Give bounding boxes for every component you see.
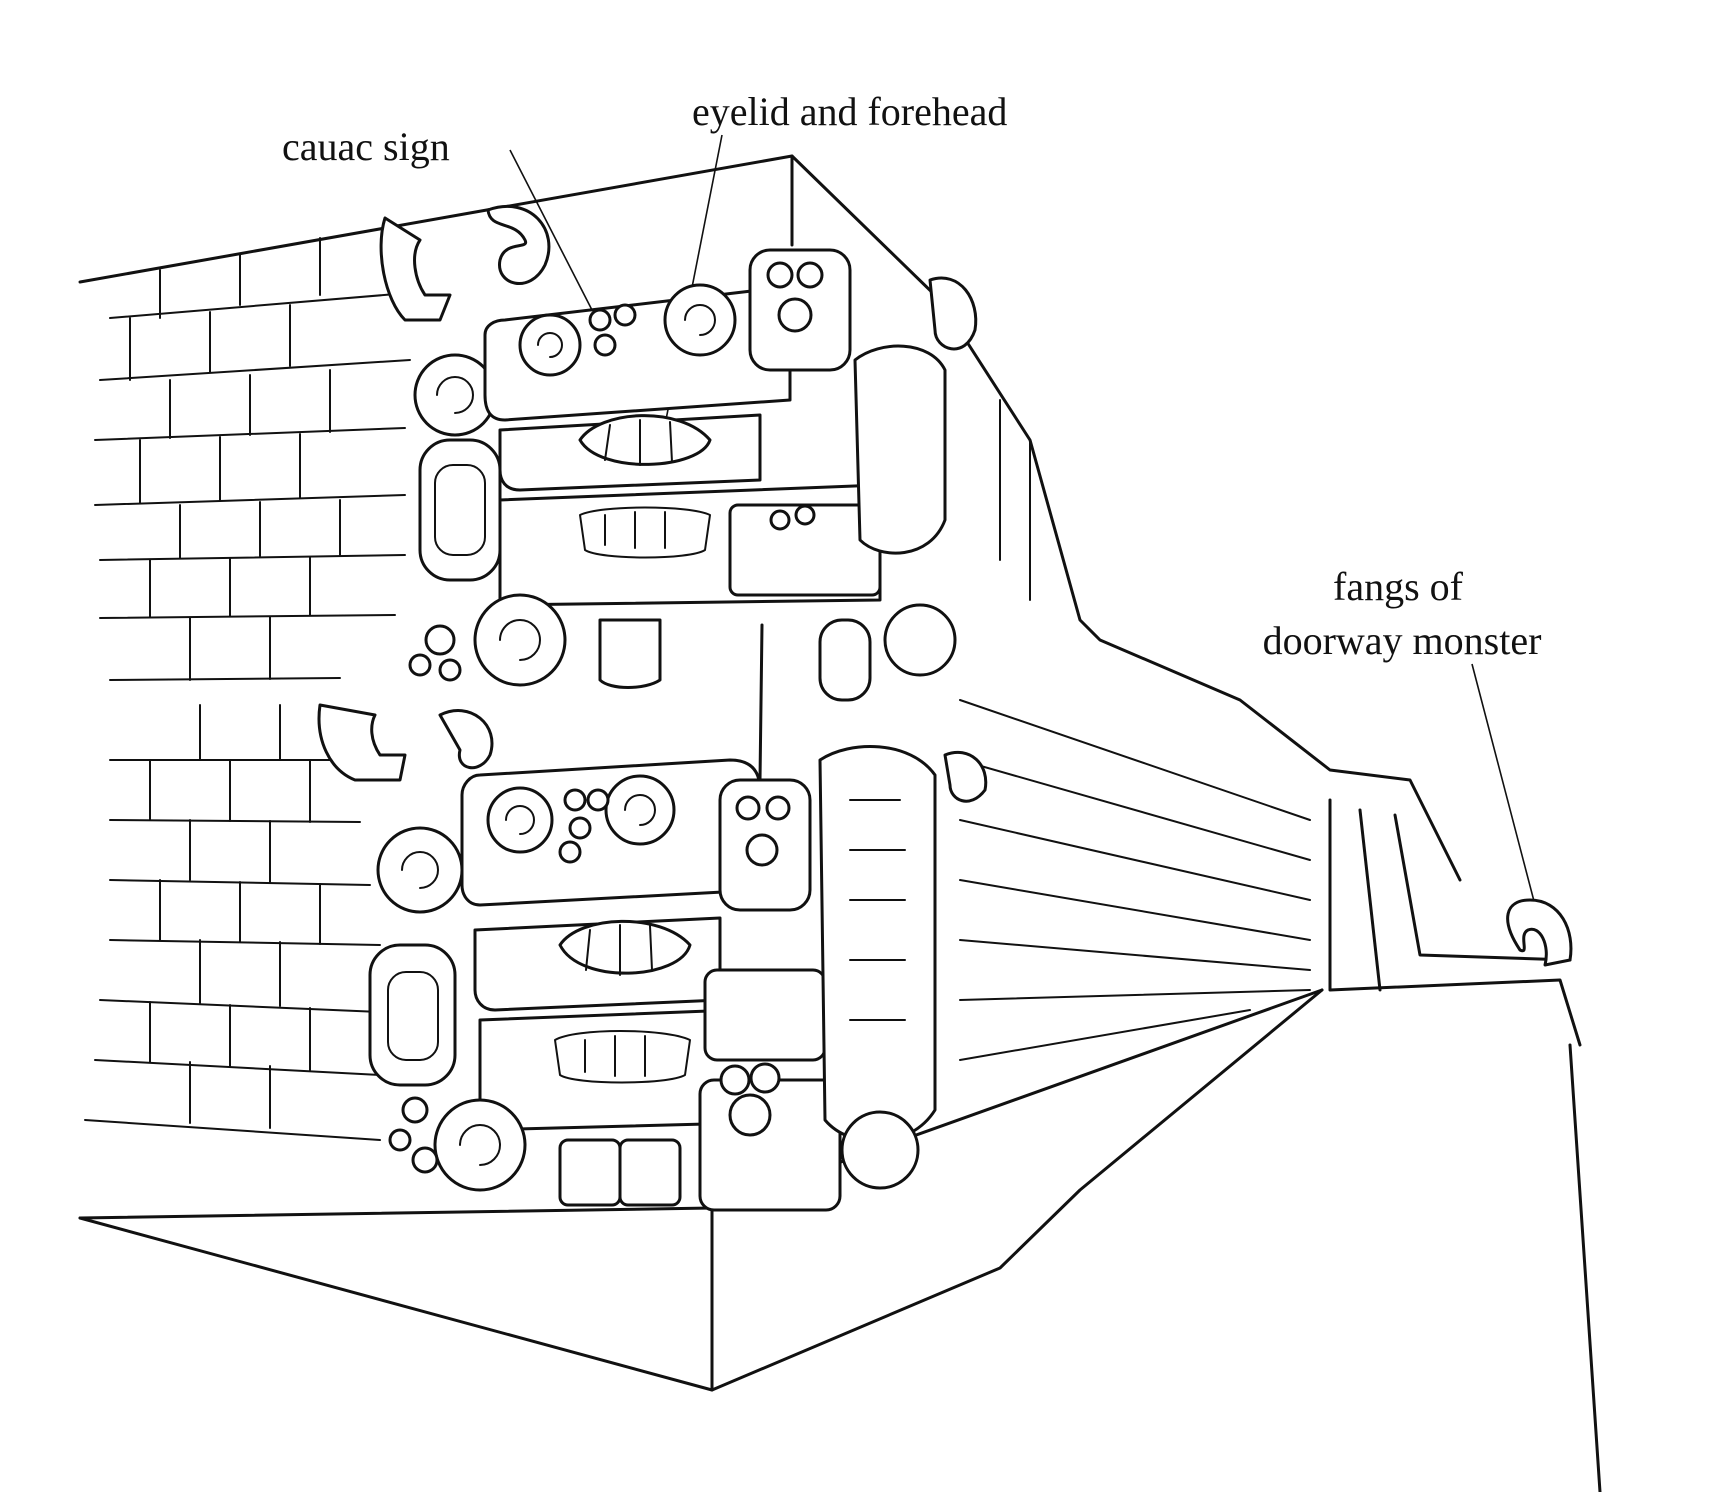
lower-mask-lower-jaw (698, 1078, 842, 1212)
upper-mask-chin-scroll (473, 593, 567, 687)
upper-mask-nose-tip (379, 216, 452, 322)
base-lower-edge (78, 1216, 714, 1392)
upper-mask-corner-edge (758, 623, 764, 782)
doorway-inner-edge (1358, 808, 1382, 992)
leader-fangs (1471, 663, 1536, 906)
lower-mask-ear-flare-inner (387, 971, 439, 1061)
upper-mask-ear-flare-inner (434, 464, 486, 556)
lower-mask-left-scroll (376, 826, 464, 914)
lower-mask-nose-tip (317, 703, 407, 782)
upper-mask-cauac-scroll (486, 204, 551, 285)
doorway-jamb (1328, 798, 1582, 1047)
label-fangs-line-2: doorway monster (1263, 618, 1542, 663)
upper-mask-fang (598, 618, 662, 689)
upper-chac-mask (379, 204, 978, 782)
lower-mask-ear-flare (368, 943, 457, 1087)
upper-mask-right-face (853, 344, 947, 555)
lower-chac-mask (317, 703, 988, 1212)
upper-mask-ear-flare (418, 438, 502, 582)
masonry-courses (84, 237, 421, 1141)
lower-mask-chin-scroll (433, 1098, 527, 1192)
leader-cauac (509, 149, 593, 311)
right-roof-profile (938, 298, 1462, 882)
right-wall (938, 298, 1602, 1492)
lower-mask-eyelid (558, 919, 692, 975)
upper-mask-eyelid (578, 414, 712, 466)
lower-mask-tooth (558, 1138, 622, 1207)
lower-mask-right-face (818, 745, 937, 1143)
doorway-vertical-edge (1568, 1043, 1602, 1492)
label-eyelid-and-forehead: eyelid and forehead (692, 89, 1007, 134)
label-fangs-line-1: fangs of (1333, 564, 1464, 609)
lower-mask-scroll (438, 709, 494, 770)
base-right-edge (710, 988, 1324, 1392)
doorway-step (1393, 813, 1572, 962)
upper-mask-left-scroll (413, 353, 497, 437)
lower-mask-snout (703, 968, 827, 1062)
label-cauac-sign: cauac sign (282, 124, 450, 169)
doorway-fang-scroll (1506, 898, 1573, 967)
